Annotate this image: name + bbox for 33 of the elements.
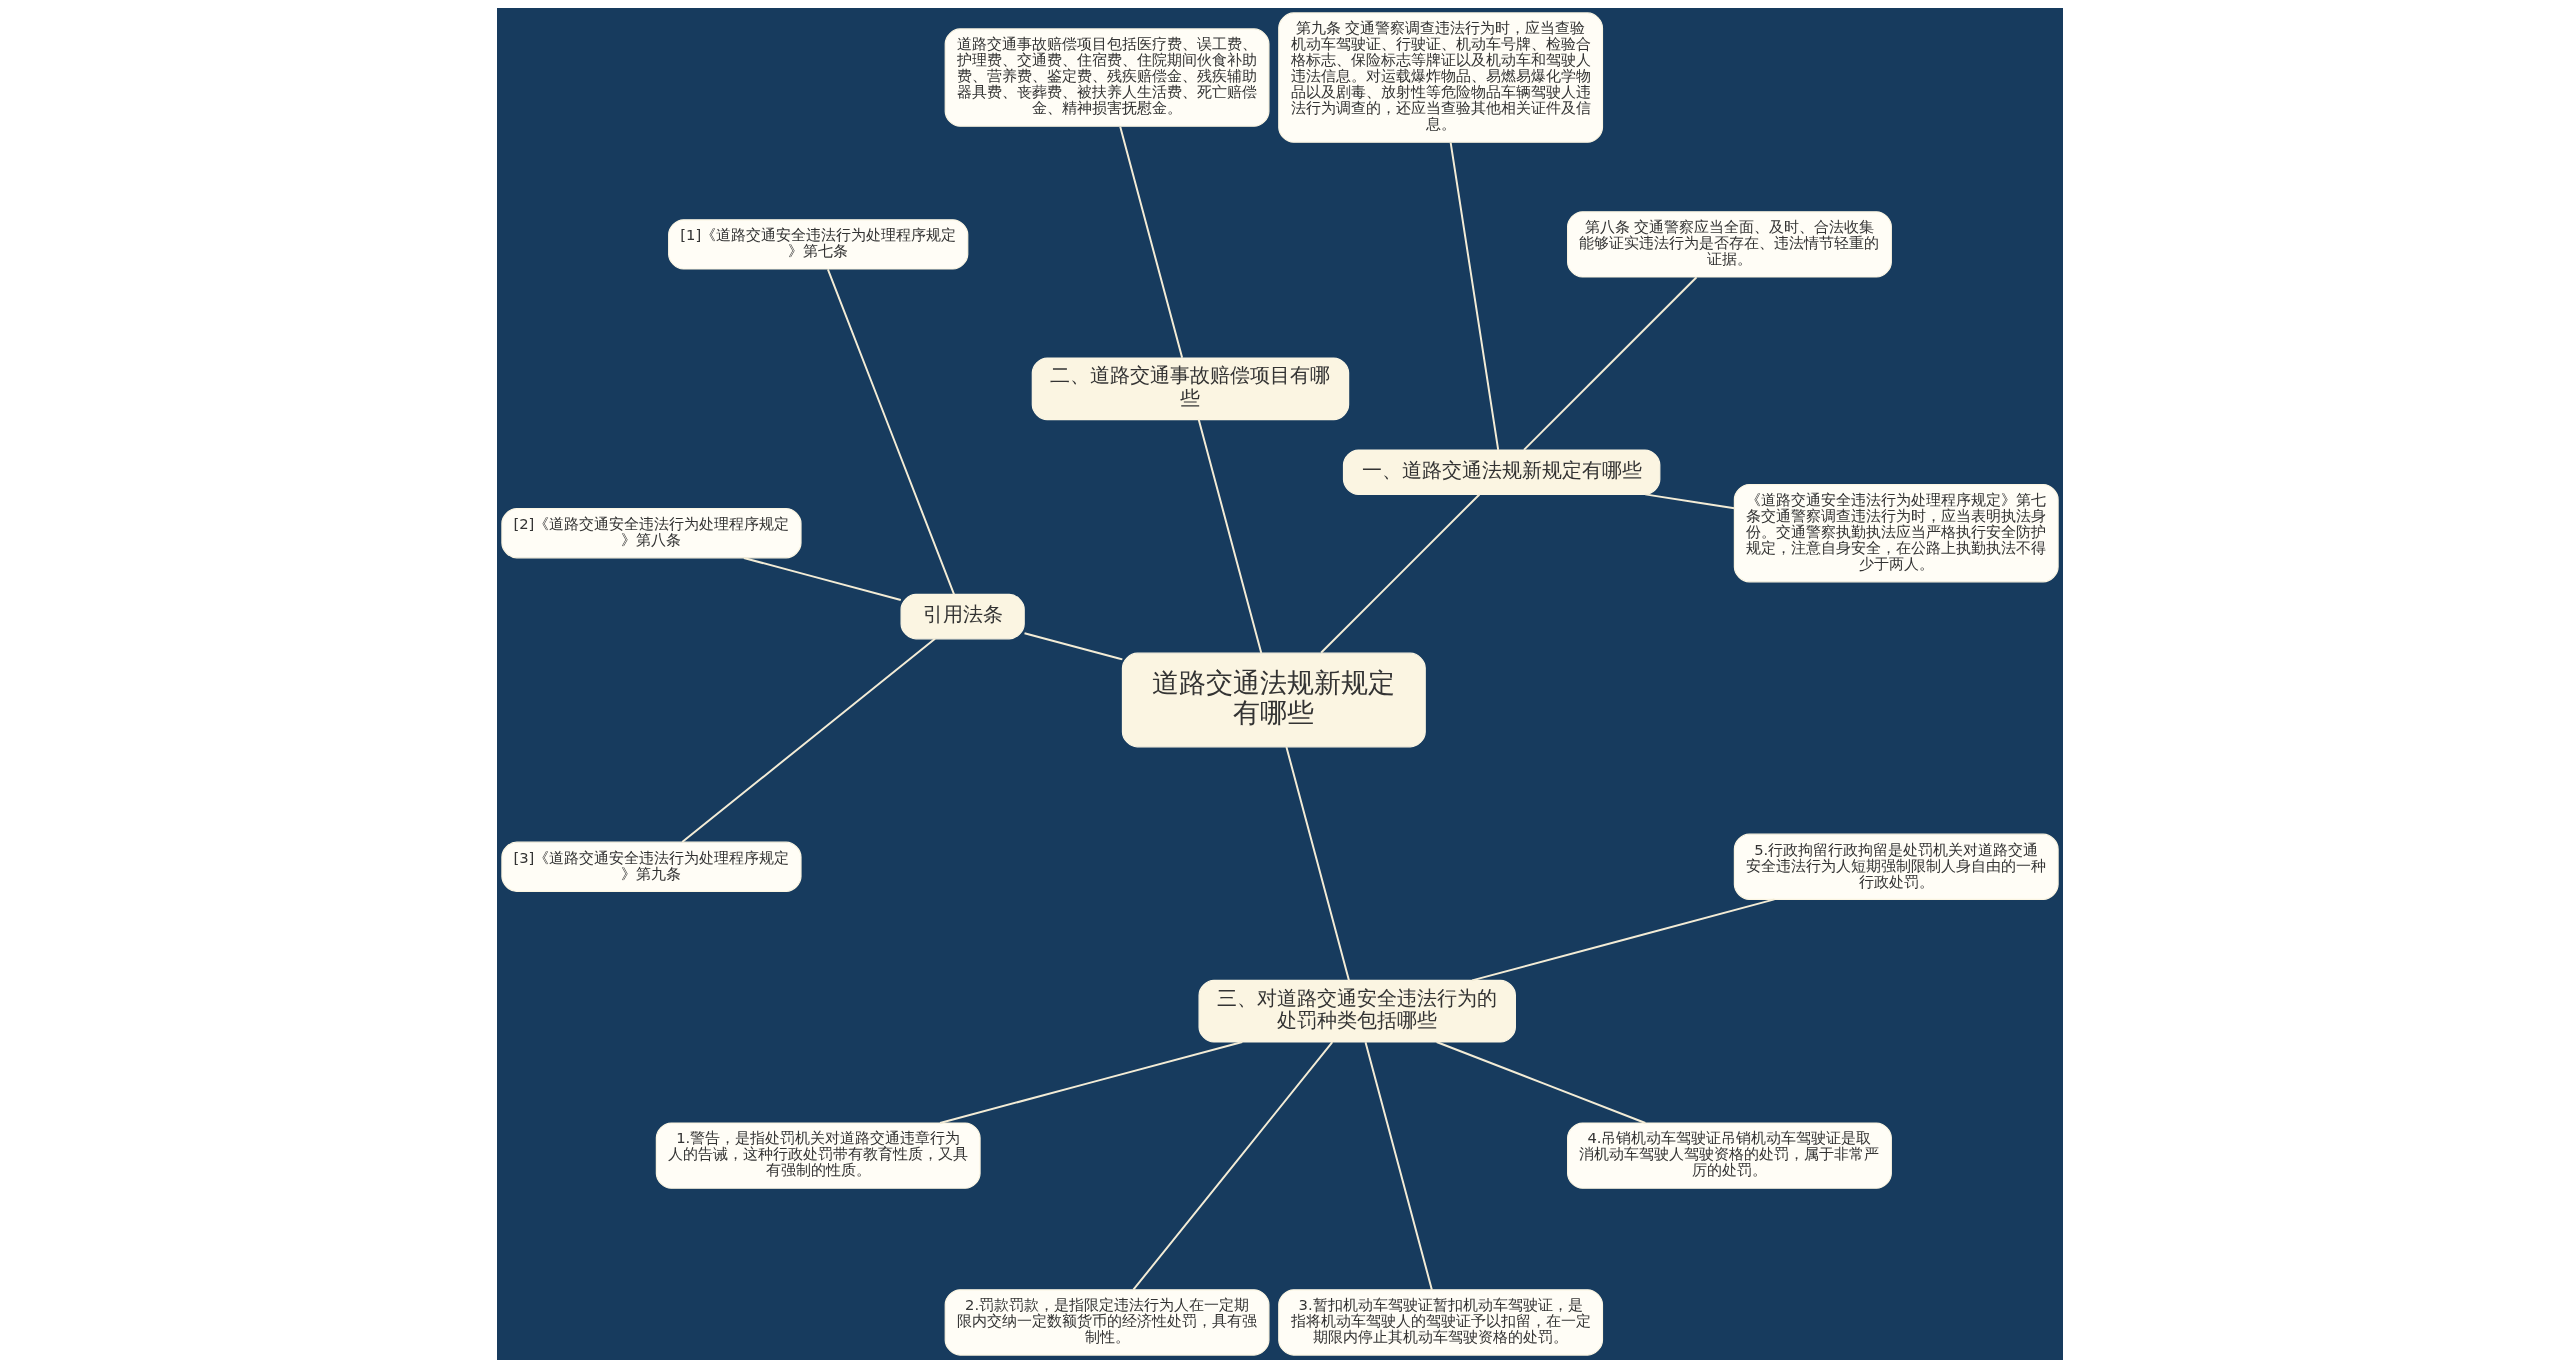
node-box: 道路交通法规新规定有哪些 [1121, 652, 1426, 748]
connector [1132, 1041, 1334, 1291]
node-box: 二、道路交通事故赔偿项目有哪些 [1031, 357, 1350, 421]
connector [1471, 898, 1776, 982]
connector [1522, 276, 1698, 451]
node-box: [3]《道路交通安全违法行为处理程序规定》第九条 [501, 841, 802, 892]
node-box: 引用法条 [900, 593, 1025, 640]
connector [826, 268, 956, 596]
node-box: 2.罚款罚款，是指限定违法行为人在一定期限内交纳一定数额货币的经济性处罚，具有强制性。 [944, 1289, 1270, 1356]
connector [1644, 493, 1736, 510]
connector [742, 557, 902, 602]
node-box: 1.警告，是指处罚机关对道路交通违章行为人的告诫，这种行政处罚带有教育性质，又具有强制的性质。 [655, 1122, 981, 1189]
node-box: 三、对道路交通安全违法行为的处罚种类包括哪些 [1198, 979, 1516, 1043]
connector [1285, 745, 1350, 982]
node-box: 第九条 交通警察调查违法行为时，应当查验机动车驾驶证、行驶证、机动车号牌、检验合格标志、保险标志等牌证以及机动车和驾驶人违法信息。对运载爆炸物品、易燃易爆化学物品以及剧毒、放射性等危险物品车辆驾驶人违法行为调查的，还应当查验其他相关证件及信息。 [1278, 12, 1604, 143]
node-box: 《道路交通安全违法行为处理程序规定》第七条交通警察调查违法行为时，应当表明执法身份。交通警察执勤执法应当严格执行安全防护规定，注意自身安全，在公路上执勤执法不得少于两人。 [1733, 484, 2059, 583]
connector [1435, 1041, 1647, 1124]
connector [1197, 418, 1263, 655]
connector [681, 637, 936, 844]
node-box: 道路交通事故赔偿项目包括医疗费、误工费、护理费、交通费、住宿费、住院期间伙食补助费、营养费、鉴定费、残疾赔偿金、残疾辅助器具费、丧葬费、被扶养人生活费、死亡赔偿金、精神损害抚慰金。 [944, 28, 1270, 127]
node-box: 4.吊销机动车驾驶证吊销机动车驾驶证是取消机动车驾驶人驾驶资格的处罚，属于非常严厉的处罚。 [1567, 1122, 1892, 1189]
connector [1449, 141, 1500, 451]
connector [1320, 493, 1481, 654]
node-box: 5.行政拘留行政拘留是处罚机关对道路交通安全违法行为人短期强制限制人身自由的一种行政处罚。 [1733, 833, 2059, 900]
node-box: [2]《道路交通安全违法行为处理程序规定》第八条 [501, 508, 802, 559]
connector [1023, 632, 1124, 661]
node-box: [1]《道路交通安全违法行为处理程序规定》第七条 [668, 219, 969, 270]
node-box: 第八条 交通警察应当全面、及时、合法收集能够证实违法行为是否存在、违法情节轻重的证据。 [1567, 211, 1892, 278]
node-box: 3.暂扣机动车驾驶证暂扣机动车驾驶证，是指将机动车驾驶人的驾驶证予以扣留，在一定期限内停止其机动车驾驶资格的处罚。 [1278, 1289, 1604, 1356]
connector [1364, 1041, 1433, 1291]
node-box: 一、道路交通法规新规定有哪些 [1342, 449, 1661, 495]
connector [1119, 125, 1184, 359]
connector [939, 1041, 1244, 1124]
